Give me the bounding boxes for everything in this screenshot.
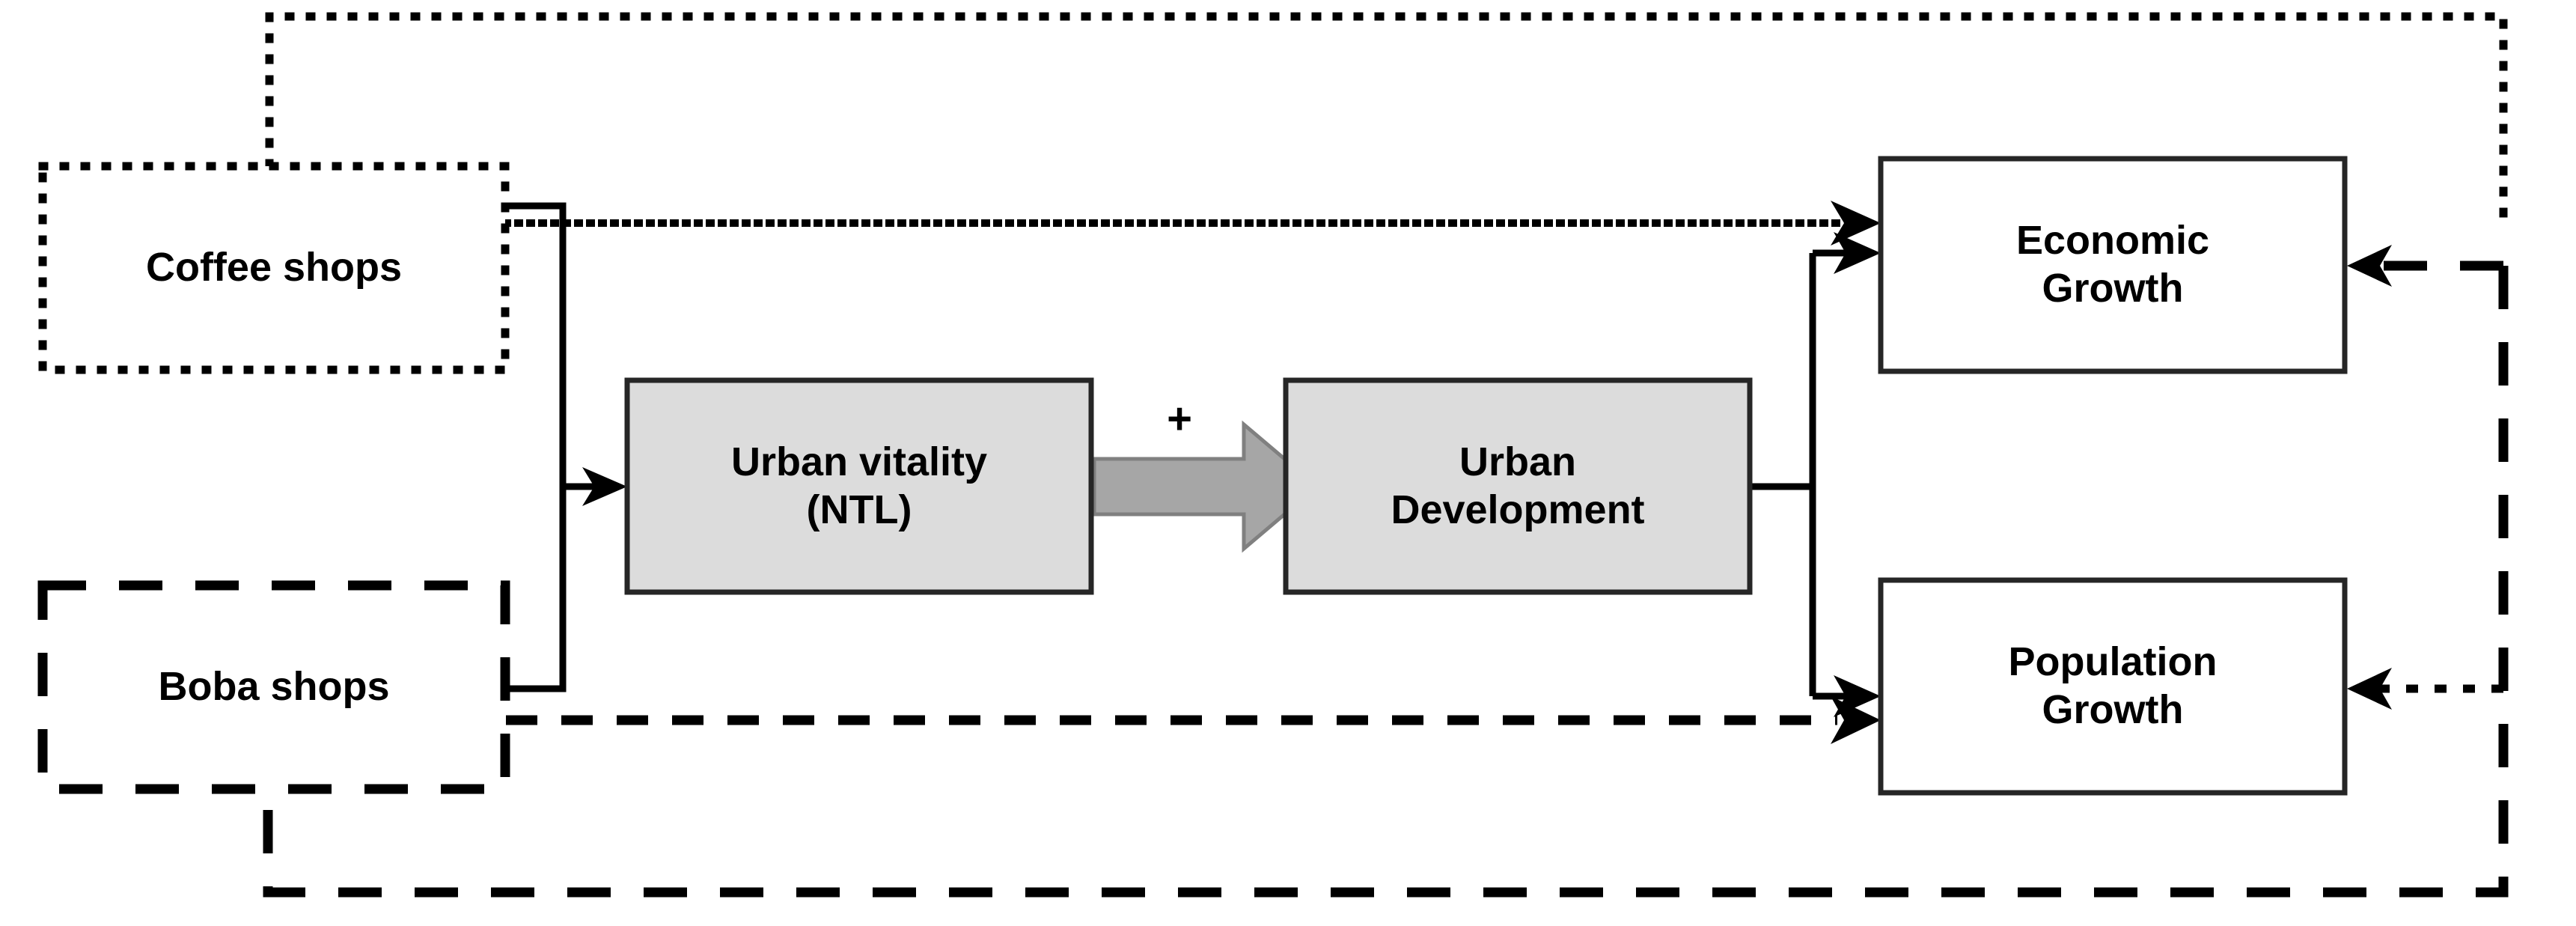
edge-boba-to-population (506, 696, 1881, 744)
node-urban-development-box (1283, 377, 1753, 595)
big-gray-arrow (1092, 420, 1320, 553)
edge-feedback-arrow-economic (2347, 245, 2503, 287)
edge-population-feedback-to-boba (263, 266, 2509, 898)
edge-development-to-growth-fork (1750, 232, 1881, 717)
edge-shops-to-vitality (505, 202, 627, 692)
node-population-growth-box (1878, 577, 2348, 796)
node-urban-vitality-box (624, 377, 1094, 595)
edge-coffee-to-economic (502, 201, 1881, 246)
edge-feedback-arrow-population (2347, 668, 2503, 710)
node-coffee-shops-box (38, 162, 510, 374)
node-economic-growth-box (1878, 156, 2348, 374)
node-boba-shops-box (37, 580, 510, 794)
